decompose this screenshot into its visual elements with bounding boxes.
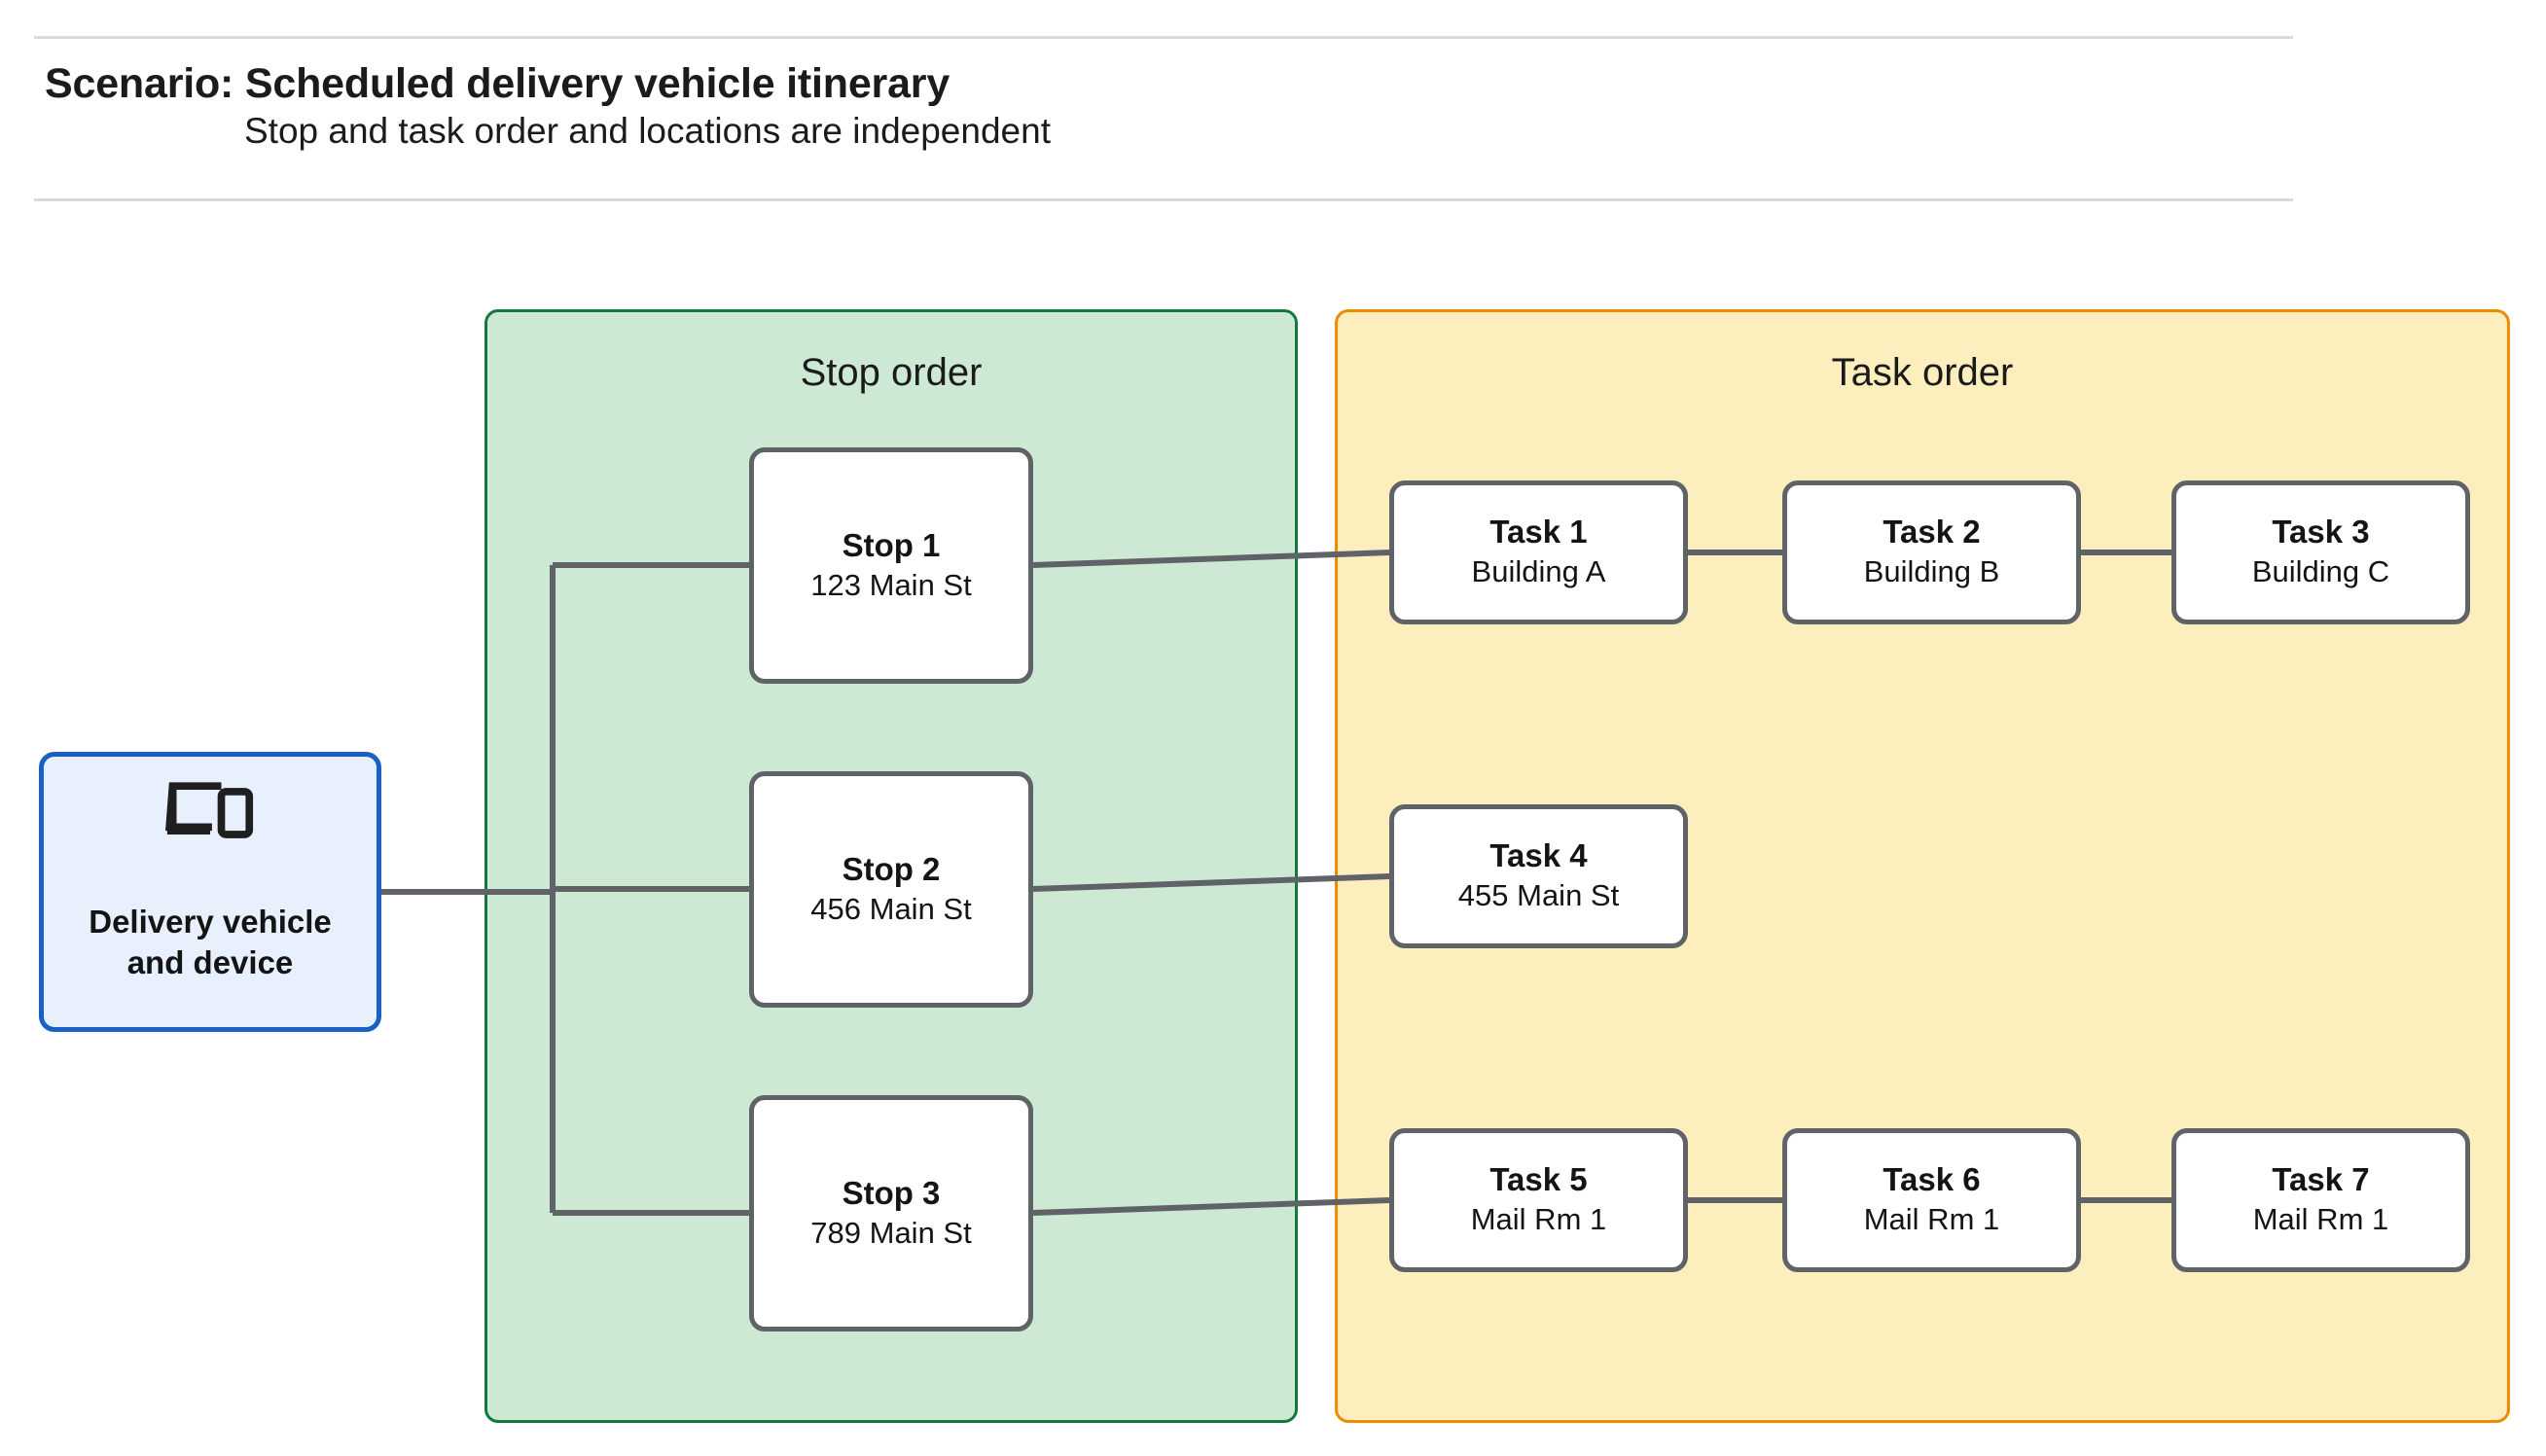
- task-order-panel-title: Task order: [1831, 351, 2014, 394]
- task-node-location: Building A: [1471, 554, 1606, 589]
- task-node-title: Task 6: [1883, 1161, 1981, 1198]
- devices-icon: [165, 782, 254, 839]
- task-node-location: Building B: [1863, 554, 2000, 589]
- stop-node-title: Stop 1: [842, 526, 941, 563]
- task-node-1[interactable]: Task 1 Building A: [1389, 480, 1688, 624]
- stop-node-2[interactable]: Stop 2 456 Main St: [749, 771, 1033, 1008]
- stop-node-title: Stop 3: [842, 1174, 941, 1211]
- task-node-location: 455 Main St: [1457, 878, 1620, 913]
- task-node-2[interactable]: Task 2 Building B: [1782, 480, 2081, 624]
- delivery-vehicle-label: Delivery vehicle and device: [89, 904, 332, 980]
- task-node-title: Task 3: [2272, 514, 2370, 550]
- task-node-3[interactable]: Task 3 Building C: [2171, 480, 2470, 624]
- task-node-location: Mail Rm 1: [1863, 1202, 2000, 1237]
- stop-node-1[interactable]: Stop 1 123 Main St: [749, 447, 1033, 684]
- task-node-location: Mail Rm 1: [1470, 1202, 1607, 1237]
- stop-node-3[interactable]: Stop 3 789 Main St: [749, 1095, 1033, 1332]
- stop-node-address: 123 Main St: [810, 567, 972, 602]
- header-text-block: Scenario: Scheduled delivery vehicle iti…: [45, 61, 1601, 152]
- task-node-6[interactable]: Task 6 Mail Rm 1: [1782, 1128, 2081, 1272]
- stop-node-address: 456 Main St: [810, 891, 972, 926]
- task-node-title: Task 2: [1883, 514, 1981, 550]
- page-subtitle: Stop and task order and locations are in…: [244, 111, 1051, 152]
- task-node-4[interactable]: Task 4 455 Main St: [1389, 804, 1688, 948]
- delivery-vehicle-node[interactable]: Delivery vehicle and device: [39, 752, 381, 1032]
- task-node-title: Task 5: [1489, 1161, 1588, 1198]
- page-title: Scenario: Scheduled delivery vehicle iti…: [45, 60, 950, 107]
- task-node-location: Building C: [2251, 554, 2390, 589]
- task-node-7[interactable]: Task 7 Mail Rm 1: [2171, 1128, 2470, 1272]
- task-node-title: Task 1: [1489, 514, 1588, 550]
- stop-order-panel-title: Stop order: [800, 351, 983, 394]
- header-divider-bottom: [34, 198, 2293, 201]
- stop-node-address: 789 Main St: [810, 1215, 972, 1250]
- task-node-title: Task 7: [2272, 1161, 2370, 1198]
- task-node-location: Mail Rm 1: [2252, 1202, 2389, 1237]
- task-node-5[interactable]: Task 5 Mail Rm 1: [1389, 1128, 1688, 1272]
- stop-node-title: Stop 2: [842, 850, 941, 887]
- header-divider-top: [34, 36, 2293, 39]
- task-node-title: Task 4: [1489, 837, 1588, 874]
